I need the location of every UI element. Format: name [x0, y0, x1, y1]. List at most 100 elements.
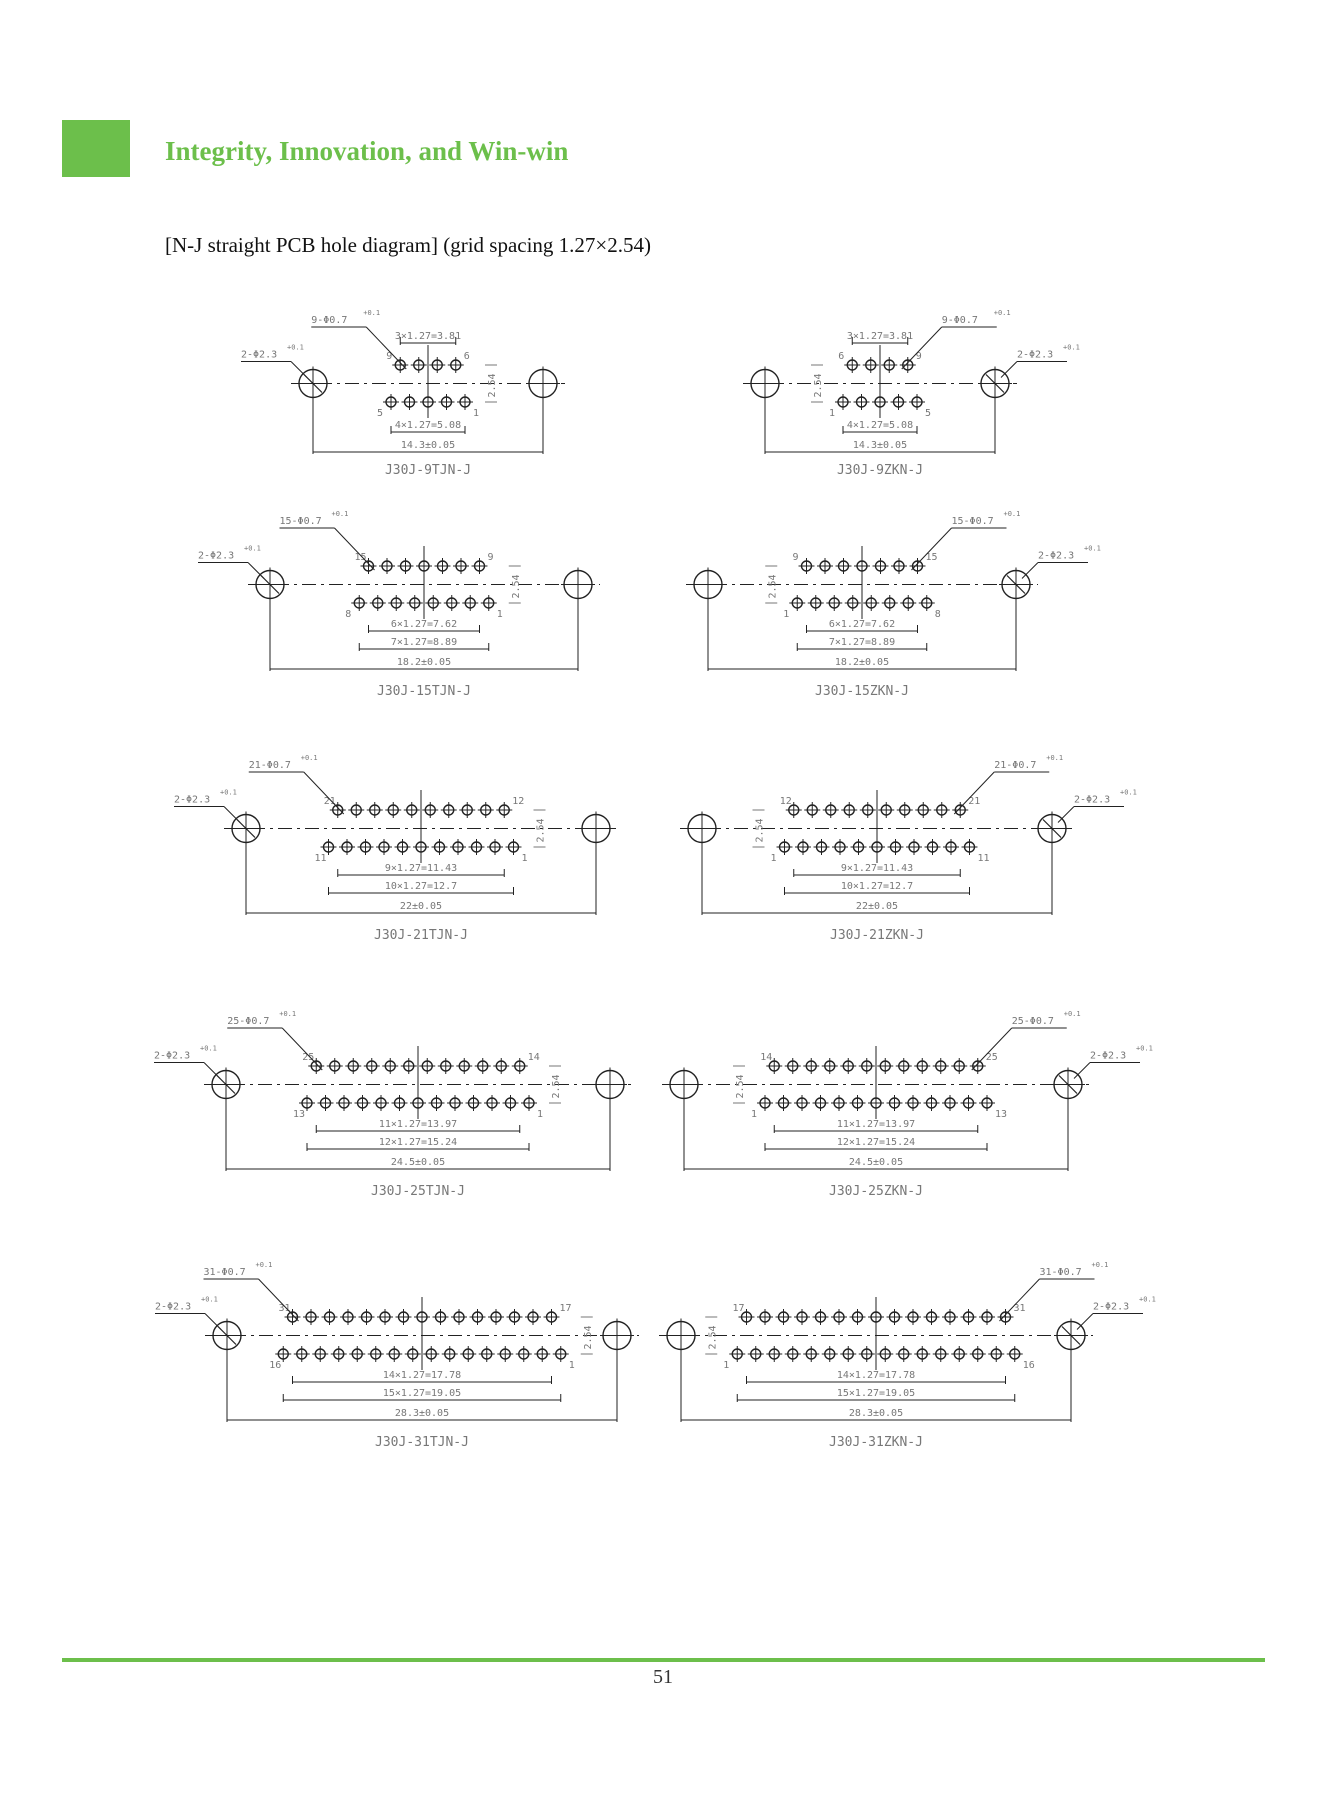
pin-number: 1: [723, 1360, 729, 1371]
part-number-caption: J30J-15TJN-J: [377, 684, 471, 699]
pin-hole: [447, 1095, 463, 1111]
pin-hole: [329, 802, 346, 818]
pin-hole: [868, 1309, 884, 1325]
pin-hole: [835, 394, 851, 410]
part-number-caption: J30J-31TJN-J: [375, 1435, 469, 1450]
hole-tolerance: +0.1: [1092, 1261, 1109, 1269]
pin-number: 8: [935, 609, 941, 620]
pin-hole: [905, 1095, 921, 1111]
pin-hole: [835, 558, 852, 574]
pin-hole: [348, 802, 365, 818]
dimension-top-row: 6×1.27=7.62: [829, 619, 895, 630]
pin-number: 8: [345, 609, 351, 620]
dimension-bottom-row: 10×1.27=12.7: [841, 881, 913, 892]
pin-number: 16: [269, 1360, 281, 1371]
pin-hole: [326, 1058, 343, 1074]
pin-hole: [429, 357, 446, 373]
dimension-top-row: 9×1.27=11.43: [385, 863, 457, 874]
pin-hole: [869, 839, 885, 855]
pin-hole: [795, 839, 811, 855]
pin-hole: [385, 802, 402, 818]
pin-hole: [868, 1095, 884, 1111]
footer-divider: [62, 1658, 1265, 1662]
pin-hole: [821, 1346, 838, 1362]
dimension-mount-span: 28.3±0.05: [849, 1408, 903, 1419]
pin-hole: [905, 1309, 921, 1325]
pin-number: 1: [497, 609, 503, 620]
pin-hole: [416, 558, 432, 574]
pin-hole: [817, 558, 833, 574]
pin-hole: [1006, 1346, 1023, 1362]
pin-hole: [997, 1309, 1014, 1325]
pin-hole: [431, 839, 448, 855]
pin-hole: [853, 394, 870, 410]
pin-hole: [961, 839, 978, 855]
pin-hole: [942, 1309, 958, 1325]
pin-hole: [373, 1095, 389, 1111]
pin-hole: [534, 1346, 551, 1362]
pin-number: 1: [771, 853, 777, 864]
dimension-top-row: 3×1.27=3.81: [847, 331, 913, 342]
pin-hole: [369, 595, 386, 611]
pin-hole: [890, 394, 907, 410]
pin-number: 31: [279, 1303, 291, 1314]
part-number-caption: J30J-21TJN-J: [374, 928, 468, 943]
pin-number: 9: [916, 351, 922, 362]
pin-hole: [906, 839, 922, 855]
mount-hole-mark: [1006, 575, 1026, 594]
pin-hole: [826, 595, 843, 611]
hole-tolerance: +0.1: [1004, 510, 1021, 518]
pin-hole: [515, 1346, 532, 1362]
pin-hole: [881, 357, 898, 373]
hole-note: 9-Φ0.7: [942, 315, 978, 326]
pin-hole: [858, 1346, 875, 1362]
pin-hole: [459, 802, 476, 818]
pin-number: 25: [302, 1052, 314, 1063]
pin-hole: [317, 1095, 334, 1111]
pin-hole: [478, 1346, 495, 1362]
pin-hole: [505, 839, 522, 855]
part-number-caption: J30J-15ZKN-J: [815, 684, 909, 699]
pin-hole: [775, 1095, 792, 1111]
mount-tolerance: +0.1: [1139, 1296, 1156, 1304]
dimension-bottom-row: 12×1.27=15.24: [837, 1137, 915, 1148]
pin-hole: [804, 802, 821, 818]
mount-note: 2-Φ2.3: [154, 1051, 190, 1062]
pin-hole: [896, 802, 913, 818]
pin-hole: [404, 1346, 421, 1362]
pin-number: 14: [760, 1052, 772, 1063]
pin-hole: [440, 802, 457, 818]
pin-hole: [451, 1309, 467, 1325]
pin-hole: [456, 1058, 473, 1074]
pin-hole: [840, 1058, 857, 1074]
pin-number: 17: [560, 1303, 572, 1314]
pin-hole: [914, 1346, 931, 1362]
pin-hole: [395, 1309, 412, 1325]
pin-number: 6: [838, 351, 844, 362]
mount-tolerance: +0.1: [244, 545, 261, 553]
pin-hole: [511, 1058, 528, 1074]
pin-number: 21: [968, 796, 980, 807]
pin-hole: [299, 1095, 315, 1111]
pin-hole: [386, 1346, 403, 1362]
mount-tolerance: +0.1: [1120, 789, 1137, 797]
mount-tolerance: +0.1: [1063, 344, 1080, 352]
pin-hole: [453, 558, 469, 574]
pin-hole: [729, 1346, 746, 1362]
hole-tolerance: +0.1: [332, 510, 349, 518]
pin-hole: [468, 839, 485, 855]
dimension-mount-span: 18.2±0.05: [397, 657, 451, 668]
mount-hole-mark: [1058, 1075, 1078, 1094]
hole-tolerance: +0.1: [1046, 754, 1063, 762]
dimension-top-row: 14×1.27=17.78: [837, 1370, 915, 1381]
pin-hole: [312, 1346, 329, 1362]
pin-hole: [496, 802, 513, 818]
pin-hole: [915, 802, 932, 818]
pin-hole: [480, 595, 497, 611]
pin-hole: [441, 1346, 458, 1362]
pitch-dimension: 2.54: [536, 818, 547, 842]
pin-hole: [988, 1346, 1005, 1362]
dimension-top-row: 9×1.27=11.43: [841, 863, 913, 874]
